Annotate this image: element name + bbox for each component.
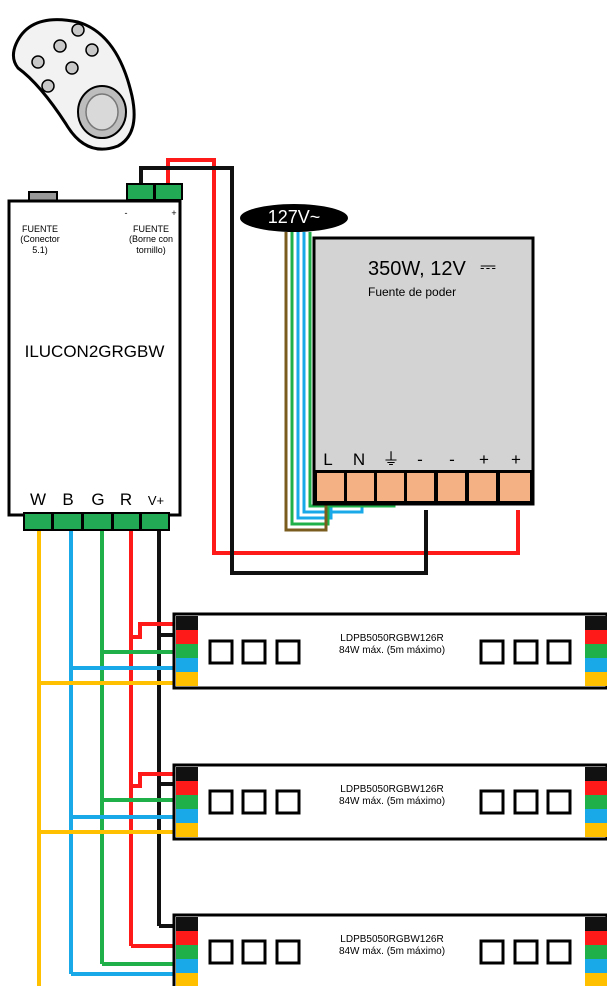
controller-pol-pos: + xyxy=(171,208,177,218)
strip-1-model: LDPB5050RGBW126R xyxy=(340,633,444,644)
mains-voltage-label: 127V~ xyxy=(267,207,321,227)
psu-subtitle: Fuente de poder xyxy=(368,285,457,299)
output-label-g: G xyxy=(91,490,105,509)
controller-box xyxy=(7,183,183,531)
ground-icon: ⏚ xyxy=(382,450,400,469)
wire-black-dc xyxy=(139,166,428,575)
remote-control xyxy=(11,18,136,151)
strip-1-spec: 84W máx. (5m máximo) xyxy=(338,645,446,656)
strip-3-spec: 84W máx. (5m máximo) xyxy=(338,946,446,957)
controller-name: ILUCON2GRGBW xyxy=(24,342,165,361)
power-supply-box xyxy=(312,236,535,506)
psu-terminal-pos-2: + xyxy=(511,450,521,469)
strip-2-model: LDPB5050RGBW126R xyxy=(340,784,444,795)
controller-input-right-label: FUENTE (Borne con tornillo) xyxy=(128,224,174,255)
controller-pol-neg: - xyxy=(124,208,128,218)
psu-terminal-pos-1: + xyxy=(479,450,489,469)
dc-symbol-icon: ⎓ xyxy=(480,256,496,278)
output-label-b: B xyxy=(62,490,74,509)
strip-1-taps xyxy=(39,622,176,685)
strip-2-spec: 84W máx. (5m máximo) xyxy=(338,796,446,807)
strip-2-taps xyxy=(39,772,176,834)
psu-terminal-l: L xyxy=(323,450,333,469)
led-strip-2 xyxy=(172,763,607,841)
mains-voltage-badge xyxy=(240,204,348,232)
controller-input-left-label: FUENTE (Conector 5.1) xyxy=(20,224,60,255)
output-label-vplus: V+ xyxy=(147,493,165,508)
psu-terminal-neg-1: - xyxy=(417,450,423,469)
output-label-r: R xyxy=(119,490,133,509)
wire-red-dc xyxy=(166,158,520,555)
psu-terminal-neg-2: - xyxy=(449,450,455,469)
psu-terminal-n: N xyxy=(352,450,366,469)
led-strip-3 xyxy=(172,913,607,986)
wire-mains-brown xyxy=(284,232,328,532)
strip-3-taps xyxy=(71,924,176,976)
strip-3-model: LDPB5050RGBW126R xyxy=(340,934,444,945)
psu-rating: 350W, 12V xyxy=(368,258,466,280)
output-label-w: W xyxy=(29,490,47,509)
led-strip-1 xyxy=(172,612,607,690)
